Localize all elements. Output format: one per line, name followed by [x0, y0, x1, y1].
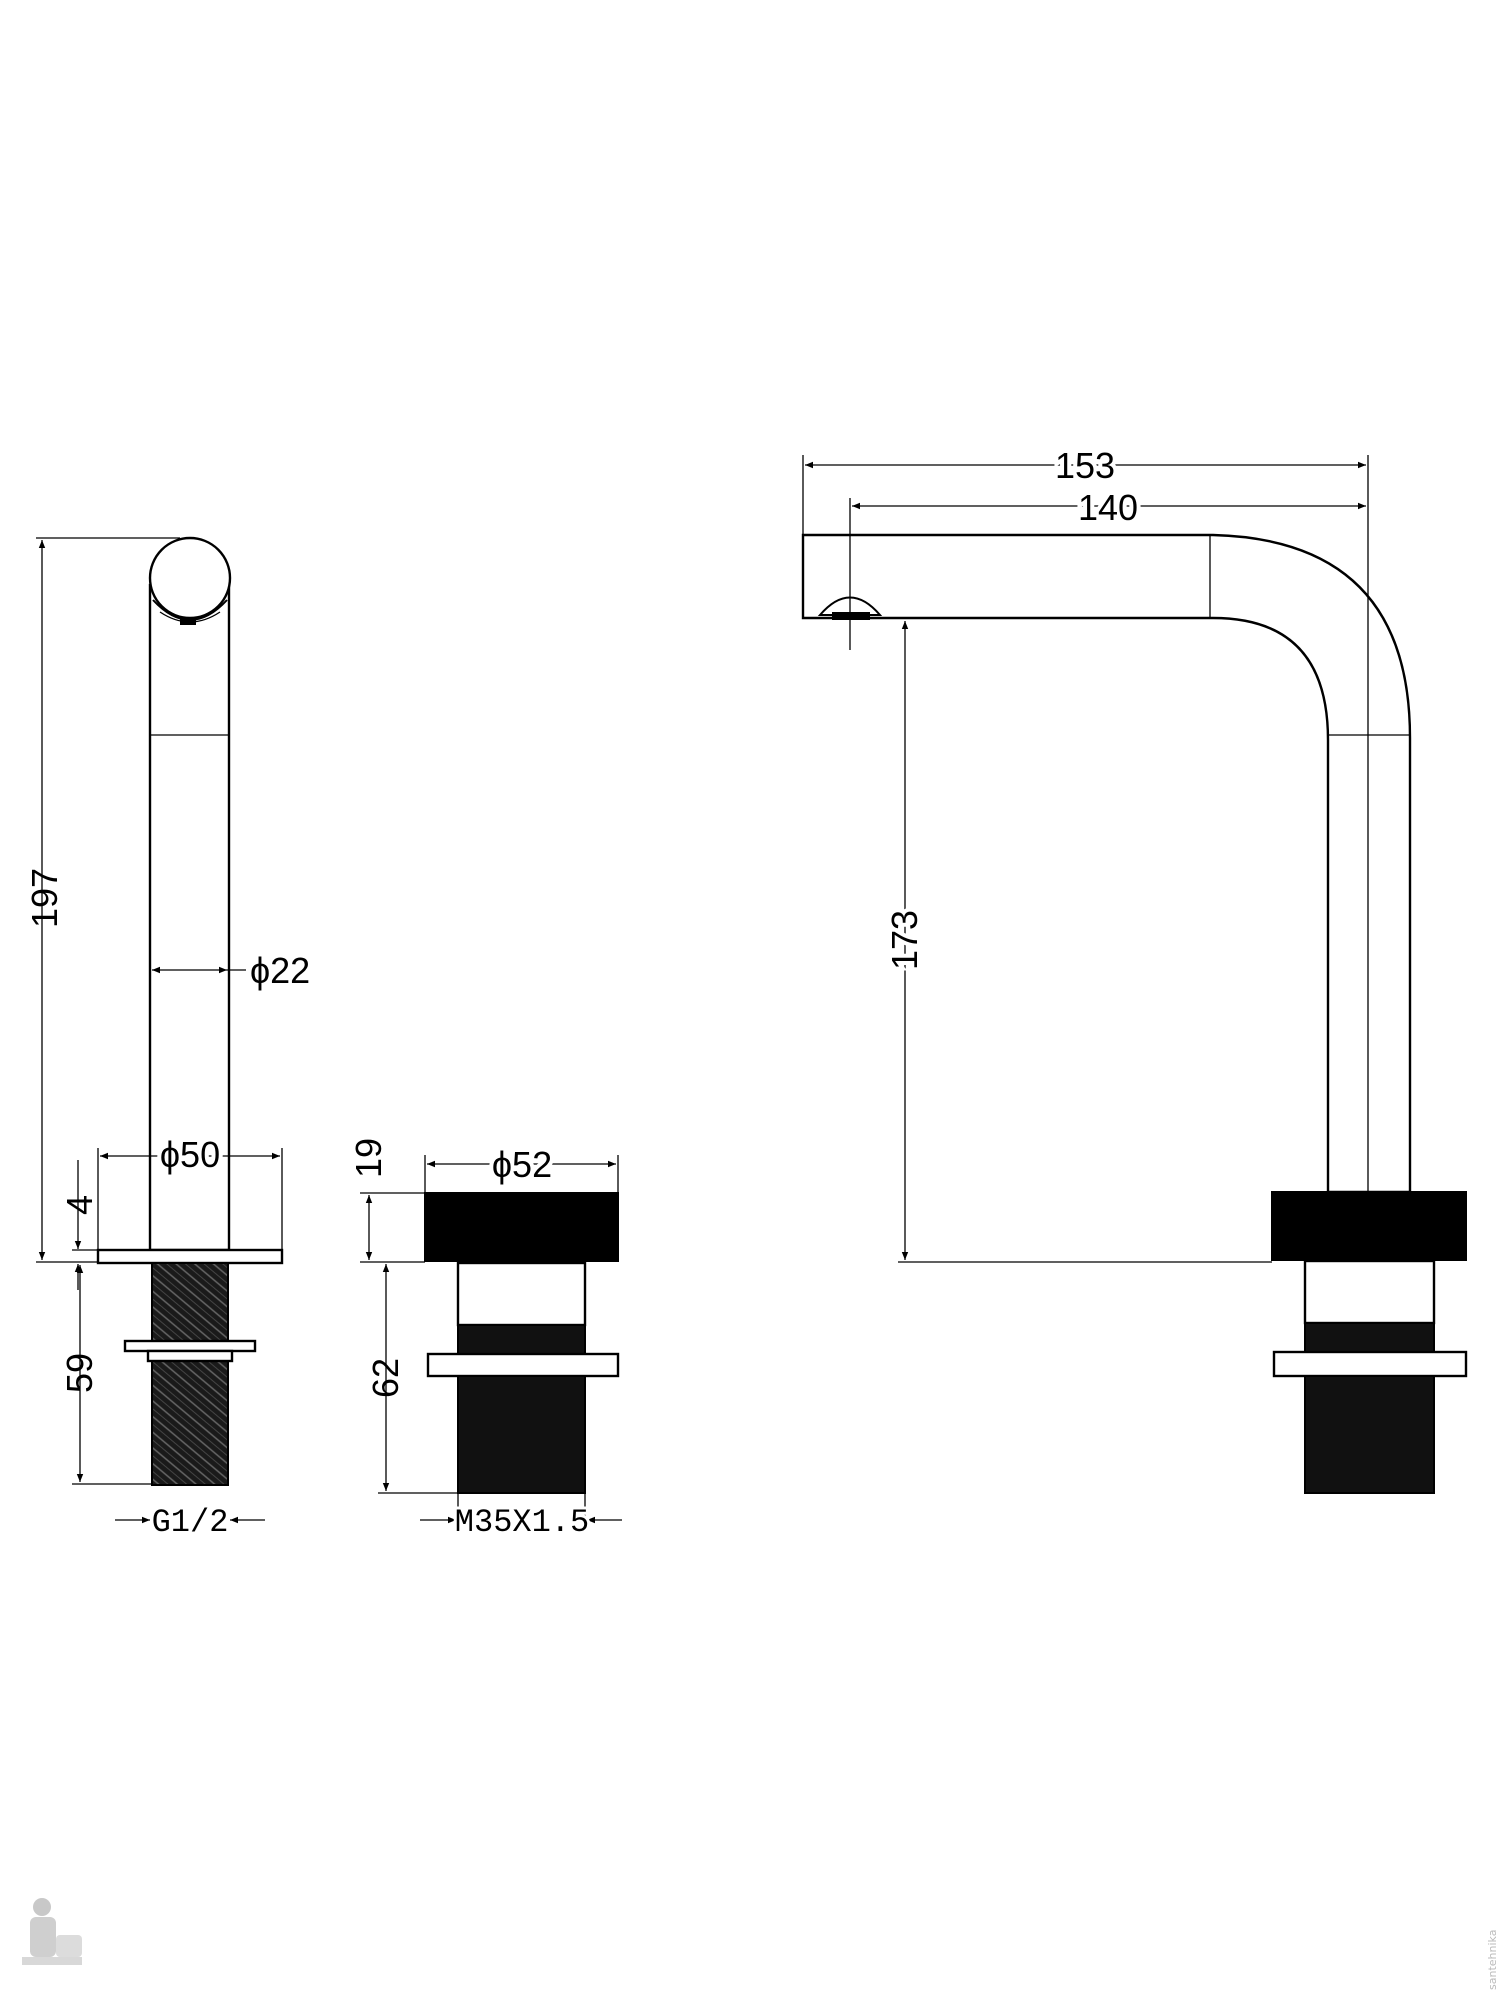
dim-height-173: 173 [880, 617, 1272, 1263]
dim-label-thread-g12: G1/2 [152, 1504, 229, 1541]
side-view: 153 140 173 [801, 441, 1468, 1494]
dim-label-4: 4 [59, 1195, 100, 1215]
dim-reach-153: 153 [802, 441, 1369, 1192]
dim-label-22: ϕ22 [250, 950, 310, 991]
collar [456, 1261, 587, 1327]
dim-cap-52: ϕ52 [424, 1140, 619, 1193]
dim-stem-22: ϕ22 [152, 950, 310, 991]
dim-label-173: 173 [884, 910, 925, 970]
watermark-text: santehnika [1486, 1930, 1499, 1990]
plumber-logo-icon [22, 1898, 82, 1965]
dim-label-52: ϕ52 [492, 1144, 552, 1185]
dim-label-50: ϕ50 [160, 1134, 220, 1175]
front-view: 197 ϕ22 ϕ50 4 59 [24, 536, 310, 1541]
washer [426, 1352, 620, 1378]
side-washer [1272, 1350, 1468, 1378]
side-collar [1303, 1259, 1436, 1325]
dim-label-thread-m35: M35X1.5 [455, 1504, 589, 1541]
side-cap-block [1271, 1191, 1467, 1261]
spout-stem [148, 536, 232, 1252]
dim-reach-140: 140 [849, 483, 1366, 650]
cap-block [424, 1192, 619, 1262]
dim-label-62: 62 [365, 1358, 406, 1398]
dim-flange-50: ϕ50 [97, 1130, 283, 1250]
spout-body [801, 533, 1412, 1194]
dim-label-197: 197 [24, 868, 65, 928]
dim-label-153: 153 [1055, 445, 1115, 486]
threaded-body-lower [457, 1375, 586, 1494]
dim-label-19: 19 [348, 1138, 389, 1178]
mount-view: ϕ52 19 62 M35X1.5 [348, 1138, 622, 1544]
dim-thread-m35: M35X1.5 [420, 1493, 622, 1544]
dim-label-59: 59 [59, 1353, 100, 1393]
dim-shank-62: 62 [365, 1264, 458, 1494]
threaded-shank [151, 1262, 229, 1486]
flange [96, 1248, 284, 1265]
lock-nut [123, 1339, 257, 1353]
dim-label-140: 140 [1078, 487, 1138, 528]
dim-height-197: 197 [24, 537, 180, 1263]
dim-shank-59: 59 [59, 1265, 152, 1485]
dim-thread-g12: G1/2 [115, 1504, 265, 1541]
dim-cap-19: 19 [348, 1138, 425, 1263]
